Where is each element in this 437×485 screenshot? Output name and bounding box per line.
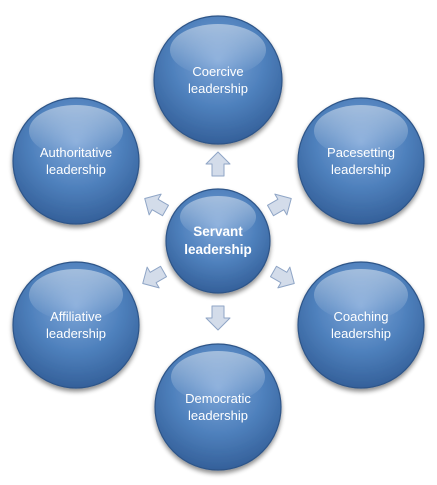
- node-servant: [165, 188, 271, 294]
- arrows-layer: [142, 151, 295, 331]
- arrow-to-affiliative: [142, 265, 168, 289]
- arrow-to-pacesetting: [266, 193, 292, 217]
- arrow-to-coercive: [205, 151, 231, 177]
- arrow-to-democratic: [205, 305, 231, 331]
- arrow-to-authoritative: [144, 193, 170, 217]
- circles-layer: [12, 15, 425, 471]
- arrow-to-coaching: [269, 265, 295, 289]
- node-pacesetting: [297, 97, 425, 225]
- node-democratic: [154, 343, 282, 471]
- node-coercive: [153, 15, 283, 145]
- node-authoritative: [12, 97, 140, 225]
- node-coaching: [297, 261, 425, 389]
- node-affiliative: [12, 261, 140, 389]
